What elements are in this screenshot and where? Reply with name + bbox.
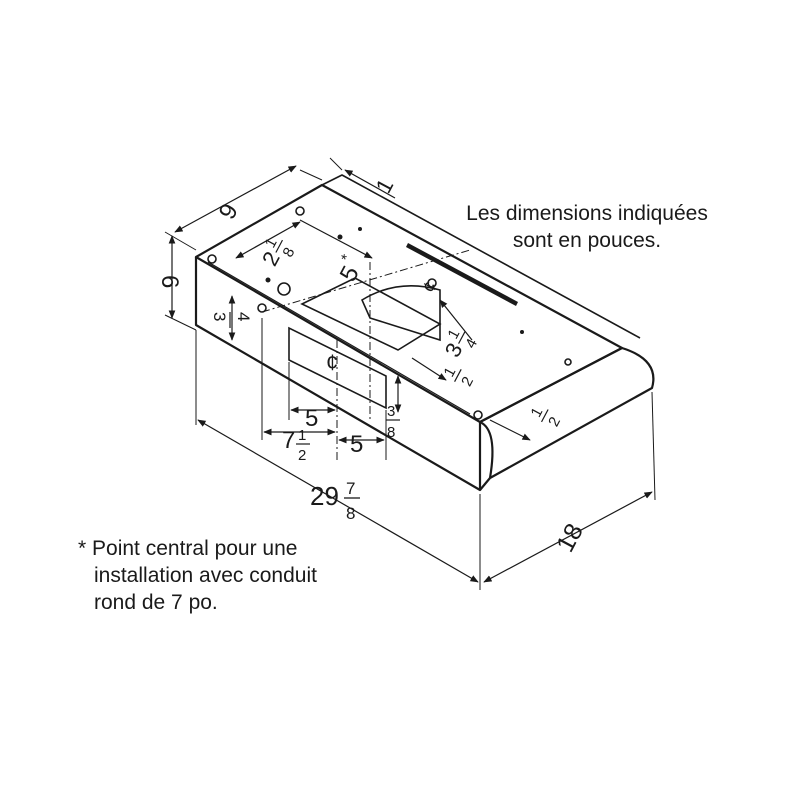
hole-num: 3 (210, 312, 229, 321)
units-note: Les dimensions indiquées sont en pouces. (447, 200, 727, 254)
width-num: 7 (346, 479, 355, 498)
duct-gap-label: 1 2 (441, 365, 478, 390)
offset-whole: 7 (282, 427, 295, 454)
rect-den: 8 (387, 424, 395, 441)
hood-front-lip-edge (479, 420, 494, 479)
width-den: 8 (346, 504, 355, 523)
hole-den: 4 (234, 312, 253, 321)
round-duct-knockout (360, 285, 441, 342)
rect-num: 3 (387, 403, 395, 420)
hood-side-face (194, 257, 482, 492)
vent-slot (406, 243, 518, 306)
hood-front-lip (479, 346, 655, 491)
mounting-holes (207, 206, 572, 420)
centerline-symbol-front: ¢ (326, 350, 338, 375)
width-whole: 29 (310, 481, 339, 511)
center-offset-label: 5 * (335, 252, 365, 286)
rect-duct-knockouts (288, 277, 442, 410)
hood-outline (194, 174, 655, 492)
center-note-line1: * Point central pour une (78, 537, 298, 560)
duct-den: 4 (462, 336, 481, 351)
center-note-line2: installation avec conduit (94, 564, 317, 587)
small-marks (265, 227, 524, 334)
top-offset-label: 2 1 8 (257, 235, 298, 270)
center-point-note: * Point central pour une installation av… (78, 535, 317, 616)
top-offset-den: 8 (279, 245, 298, 260)
front-offset-label: 1 2 (527, 405, 564, 430)
hood-back-edge (321, 174, 641, 339)
depth-label: 18 (551, 519, 589, 557)
offset-num: 1 (298, 427, 306, 444)
hood-inner-rim (207, 261, 471, 415)
right-half-label: 5 (350, 431, 363, 458)
height-label: 6 (156, 275, 183, 288)
duct-gap-den: 2 (458, 374, 477, 389)
units-note-line2: sont en pouces. (512, 229, 662, 252)
front-den: 2 (545, 414, 564, 429)
units-note-line1: Les dimensions indiquées (466, 202, 708, 225)
dimension-lines (168, 165, 653, 583)
center-note-line3: rond de 7 po. (94, 591, 218, 614)
left-half-label: 5 (305, 405, 318, 432)
offset-den: 2 (298, 447, 306, 464)
center-offset-value: 5 (335, 262, 365, 286)
duct-offset-label: 3 1 4 (440, 327, 481, 362)
